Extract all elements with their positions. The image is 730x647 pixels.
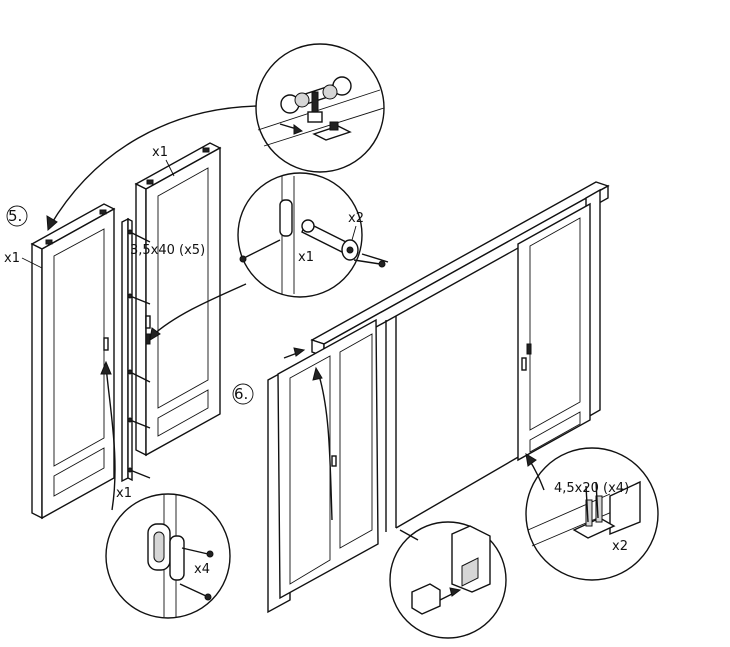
screw-icon (127, 417, 151, 429)
right-door-qty: x1 (152, 145, 168, 160)
zoom-roller-hanger (255, 43, 385, 173)
roller-hanger-icon (280, 76, 352, 123)
stopper-icon (451, 525, 491, 593)
screw-icon (127, 369, 151, 383)
step5-arrow (49, 105, 259, 227)
screw-icon (127, 229, 151, 243)
step5-circle (6, 205, 28, 227)
screws-spec: 3,5x40 (x5) (130, 243, 205, 258)
guide-qty: x2 (612, 539, 628, 554)
step5-left-door (30, 203, 116, 520)
step5-strip (121, 217, 133, 483)
latch-screw-qty: x2 (348, 211, 364, 226)
latch-icon (301, 219, 359, 261)
strip-qty: x1 (116, 486, 132, 501)
step5-screws (127, 229, 151, 479)
step5-number: 5. (8, 207, 22, 225)
handle-screw-qty: x4 (194, 562, 210, 577)
zoom-latch: x1 x2 (237, 172, 389, 298)
screw-icon (127, 467, 151, 479)
step5-arrowhead (46, 215, 58, 232)
zoom-floor-guide: 4,5x20 (x4) x2 (525, 447, 659, 581)
left-door-qty: x1 (4, 251, 20, 266)
screw-icon (127, 293, 151, 305)
step6-circle (232, 383, 254, 405)
step6-number: 6. (234, 385, 248, 403)
latch-qty: x1 (298, 250, 314, 265)
zoom-stopper (389, 521, 507, 639)
handle-icon (147, 523, 185, 581)
step6-left-door (277, 318, 379, 600)
floor-guide-icon (572, 495, 616, 539)
step5-right-door (134, 142, 222, 457)
zoom-handle: x4 (105, 493, 231, 619)
step6-rail (310, 181, 610, 358)
step6-right-door (517, 202, 591, 462)
guide-screws-spec: 4,5x20 (x4) (554, 481, 629, 496)
